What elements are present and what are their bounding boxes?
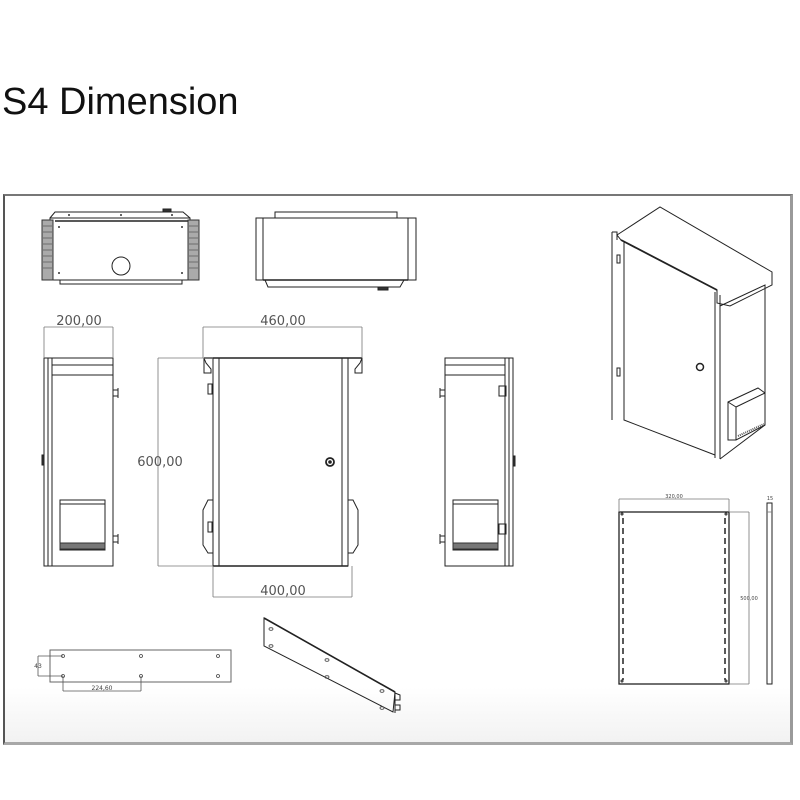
isometric-view	[611, 206, 773, 460]
mounting-plate	[618, 498, 773, 685]
dim-rail-hole-spacing: 224,60	[92, 685, 113, 692]
dim-rail-hole-offset: 43	[34, 663, 42, 670]
dim-front-height: 600,00	[137, 455, 183, 470]
right-side-view	[439, 357, 516, 567]
mounting-rail	[37, 649, 232, 692]
rail-isometric	[263, 617, 401, 713]
dim-side-depth: 200,00	[56, 314, 102, 329]
dim-plate-width: 320,00	[665, 494, 683, 500]
drawing-sheet	[3, 194, 793, 745]
dimension-lines	[43, 326, 363, 598]
front-view	[202, 357, 363, 567]
left-side-view	[41, 357, 119, 567]
dim-plate-height: 500,00	[740, 596, 758, 602]
page-title: S4 Dimension	[2, 81, 239, 123]
top-view	[41, 208, 200, 285]
dim-plate-thickness: 15	[767, 496, 773, 502]
dim-front-bottom-width: 400,00	[260, 584, 306, 599]
bottom-view	[255, 211, 417, 291]
dim-front-top-width: 460,00	[260, 314, 306, 329]
